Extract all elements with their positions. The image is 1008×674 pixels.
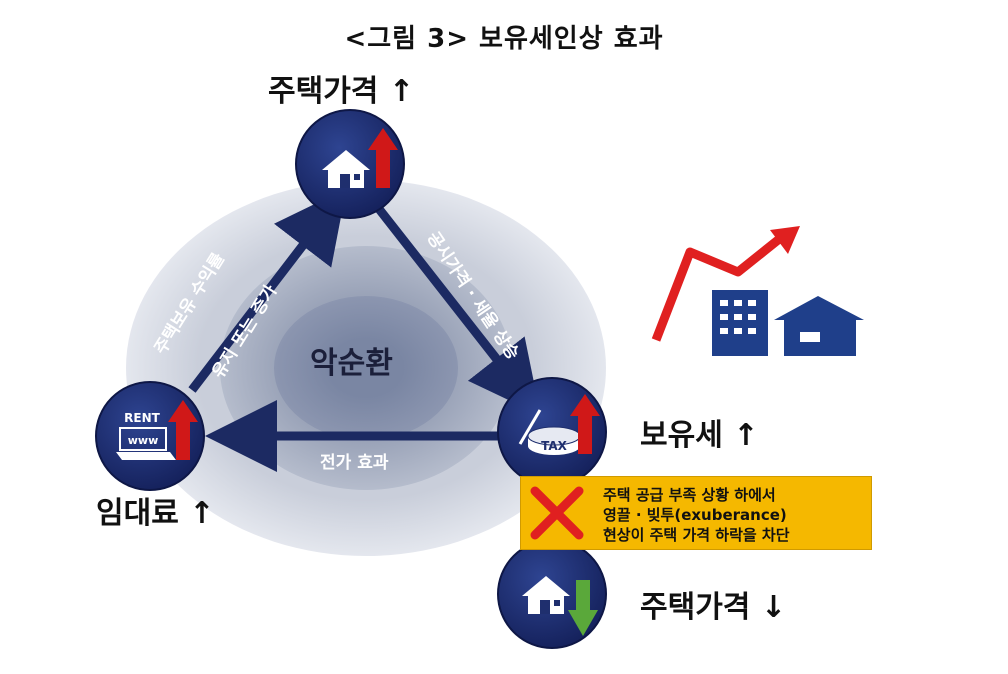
inner-ring xyxy=(274,296,458,440)
tax-text: TAX xyxy=(541,439,568,453)
label-rent-up: 임대료 ↑ xyxy=(96,496,215,531)
note-line: 영끌 · 빚투(exuberance) xyxy=(603,506,787,524)
arrow-left-to-top xyxy=(188,188,347,393)
green-down-arrow-icon xyxy=(568,580,598,636)
node-rent-up: RENT www xyxy=(95,381,205,491)
note-box: 주택 공급 부족 상황 하에서 영끌 · 빚투(exuberance) 현상이 … xyxy=(520,476,872,550)
www-text: www xyxy=(128,434,159,447)
house-icon xyxy=(322,150,370,188)
office-building-icon xyxy=(712,290,768,356)
label-house-price-down: 주택가격 ↓ xyxy=(640,590,786,625)
rent-text: RENT xyxy=(124,411,160,425)
cross-icon xyxy=(530,486,584,540)
rent-sign-icon: RENT www xyxy=(116,411,176,460)
note-line: 현상이 주택 가격 하락을 차단 xyxy=(603,526,790,544)
note-line: 주택 공급 부족 상황 하에서 xyxy=(603,486,776,504)
rising-price-graph-illustration xyxy=(651,226,864,356)
tax-icon: TAX xyxy=(518,409,581,455)
label-house-price-up: 주택가격 ↑ xyxy=(268,74,414,109)
red-up-arrow-icon xyxy=(570,394,600,454)
house-icon xyxy=(522,576,570,614)
node-house-price-down xyxy=(497,539,607,649)
red-up-arrow-icon xyxy=(168,400,198,460)
arrow-top-to-right xyxy=(368,197,541,416)
figure-title: <그림 3> 보유세인상 효과 xyxy=(344,24,664,54)
node-house-price-up xyxy=(295,109,405,219)
note-text: 주택 공급 부족 상황 하에서 영끌 · 빚투(exuberance) 현상이 … xyxy=(603,485,790,545)
label-holding-tax-up: 보유세 ↑ xyxy=(640,418,759,453)
center-label-vicious-cycle: 악순환 xyxy=(310,346,393,381)
node-holding-tax-up: TAX xyxy=(497,377,607,487)
house-building-icon xyxy=(774,296,864,356)
red-up-arrow-icon xyxy=(368,128,398,188)
edge-label-pass-through: 전가 효과 xyxy=(320,453,389,473)
